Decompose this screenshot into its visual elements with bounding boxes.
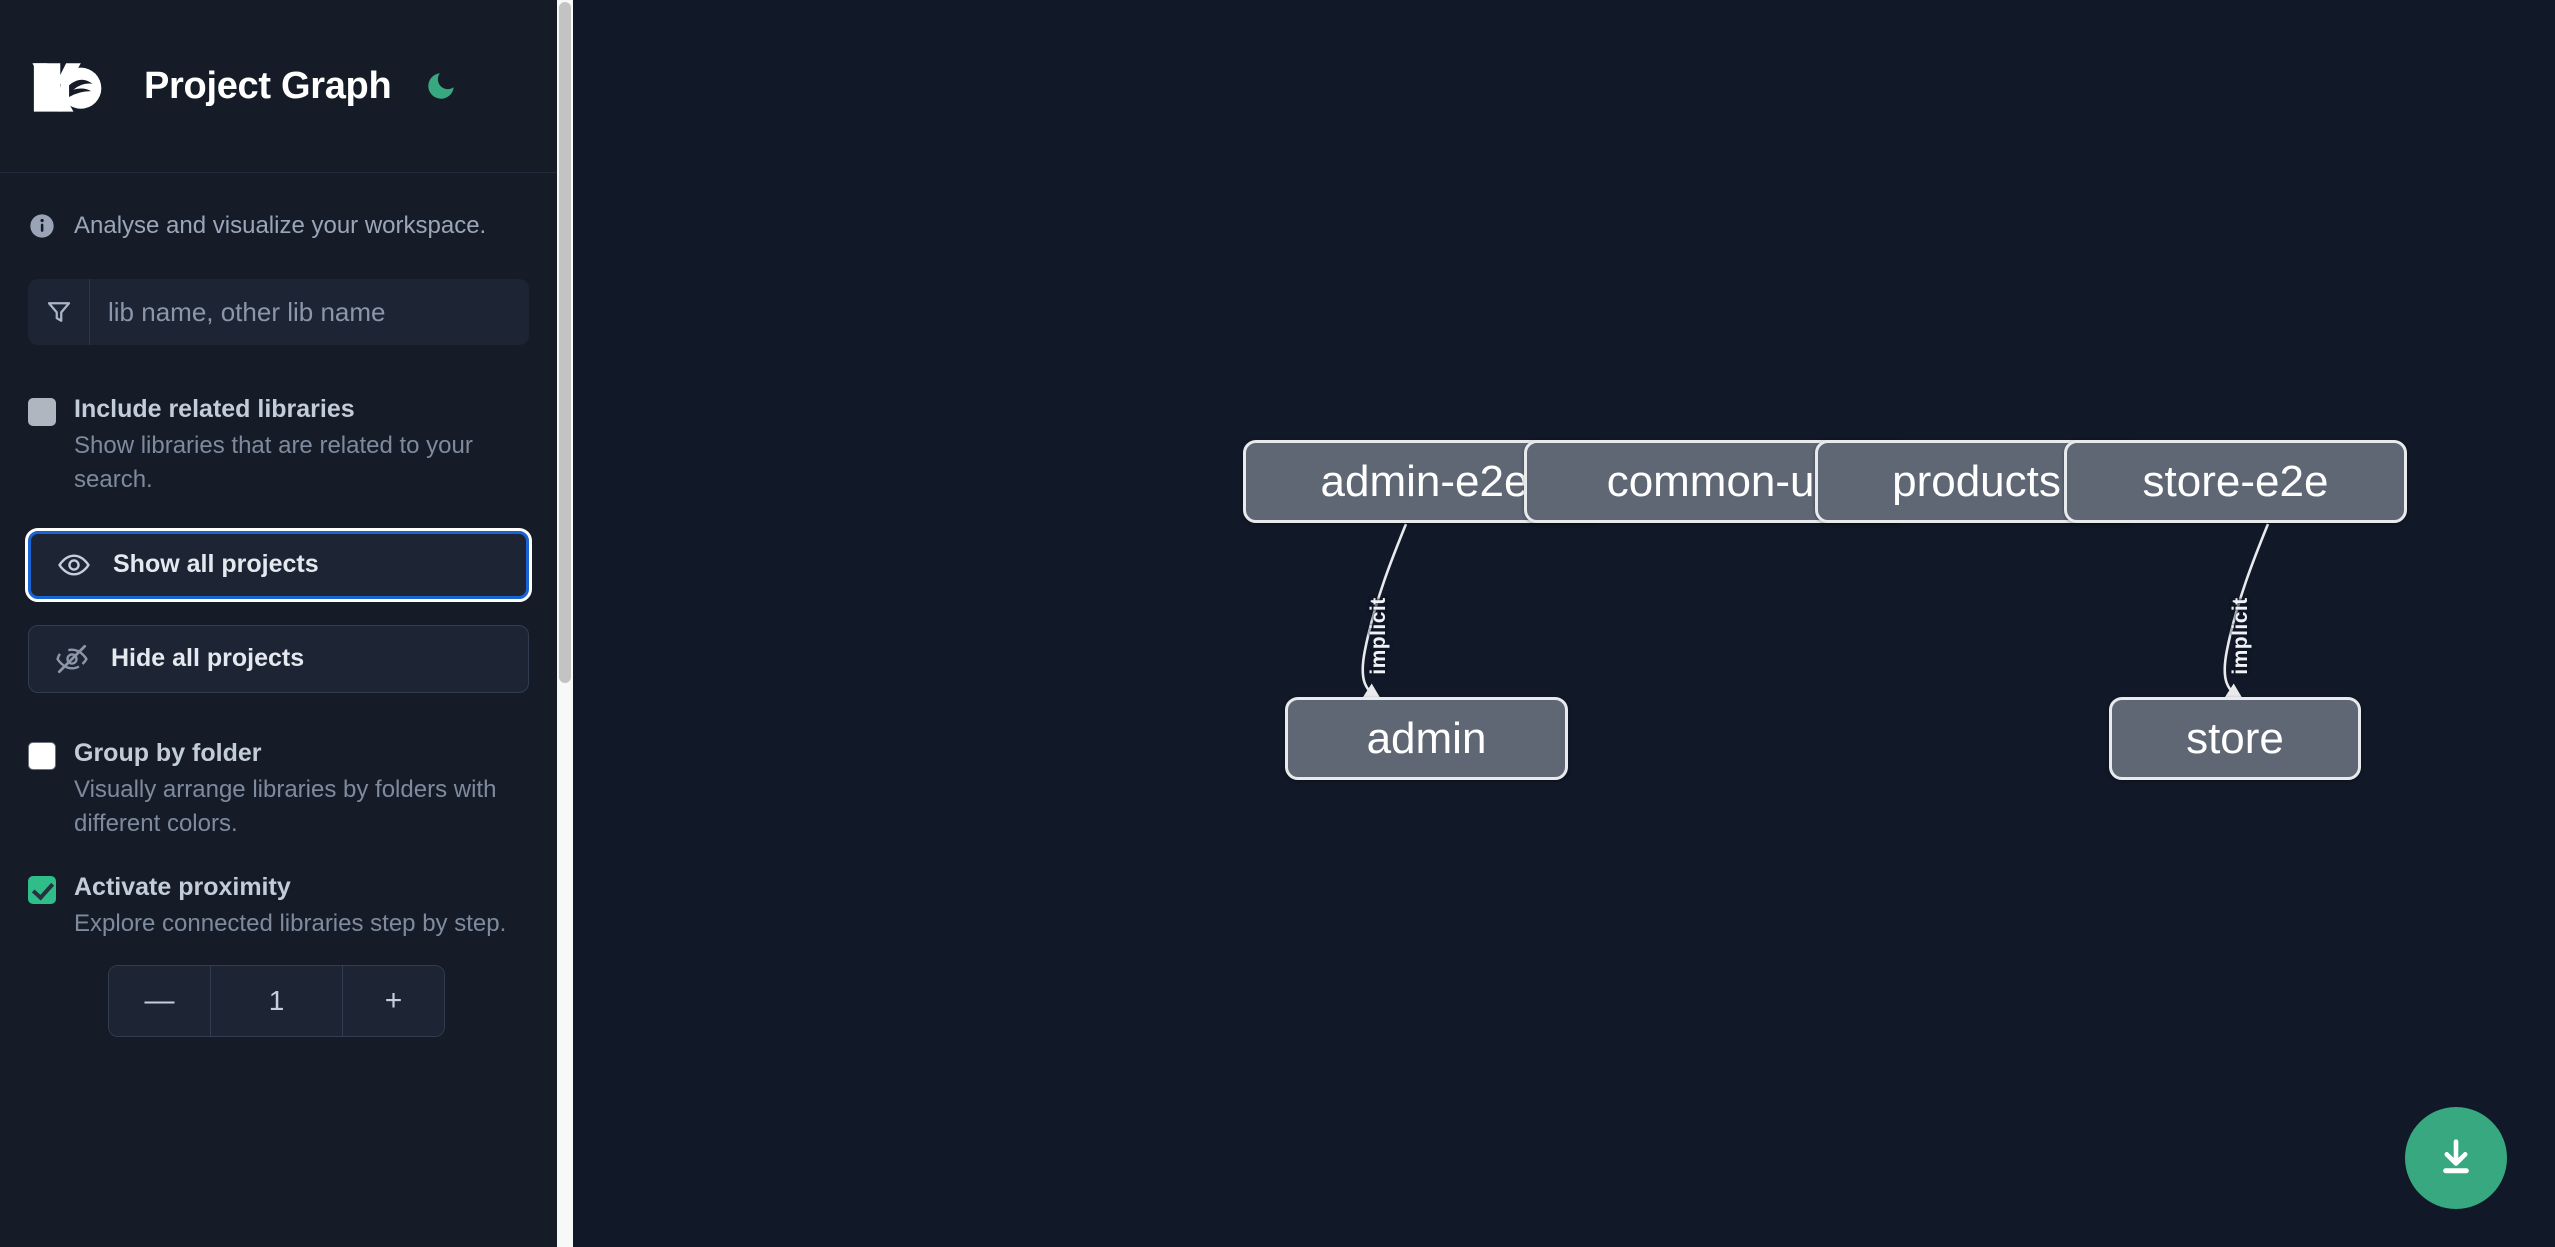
graph-node-store[interactable]: store [2109, 697, 2361, 780]
info-icon [28, 212, 56, 240]
sidebar-header: Project Graph [0, 0, 557, 173]
sidebar-scrollbar-thumb[interactable] [559, 2, 571, 683]
filter-search-box[interactable] [28, 279, 529, 345]
include-related-libraries-checkbox[interactable] [28, 398, 56, 426]
proximity-increment-button[interactable]: + [342, 965, 444, 1036]
tagline-text: Analyse and visualize your workspace. [74, 212, 487, 239]
search-input[interactable] [90, 279, 529, 345]
project-visibility-buttons: Show all projects Hide all projects [25, 527, 532, 693]
hide-all-projects-button[interactable]: Hide all projects [28, 624, 529, 693]
proximity-value: 1 [268, 984, 285, 1016]
download-icon [2433, 1134, 2479, 1183]
edge-label-implicit-admin: implicit [1367, 597, 1390, 675]
eye-off-icon [55, 642, 89, 676]
sidebar-body: Include related libraries Show libraries… [0, 279, 557, 1037]
option-include-related-libraries[interactable]: Include related libraries Show libraries… [28, 393, 529, 497]
graph-node-admin[interactable]: admin [1285, 697, 1568, 780]
activate-proximity-label: Activate proximity [74, 872, 291, 901]
moon-icon[interactable] [419, 64, 463, 108]
group-by-folder-description: Visually arrange libraries by folders wi… [74, 775, 497, 837]
activate-proximity-description: Explore connected libraries step by step… [74, 909, 507, 937]
show-all-projects-label: Show all projects [113, 550, 319, 579]
show-all-projects-button[interactable]: Show all projects [25, 527, 532, 602]
hide-all-projects-label: Hide all projects [111, 644, 305, 673]
include-related-libraries-description: Show libraries that are related to your … [74, 431, 473, 493]
include-related-libraries-label: Include related libraries [74, 395, 355, 423]
graph-canvas[interactable]: implicit implicit admin-e2e common-ui pr… [573, 0, 2555, 1247]
nx-logo-icon [28, 53, 116, 119]
option-activate-proximity[interactable]: Activate proximity Explore connected lib… [28, 871, 529, 941]
group-by-folder-label: Group by folder [74, 738, 262, 767]
workspace-tagline: Analyse and visualize your workspace. [0, 173, 557, 279]
proximity-decrement-button[interactable]: — [109, 965, 211, 1036]
page-title: Project Graph [144, 64, 392, 107]
option-group-by-folder[interactable]: Group by folder Visually arrange librari… [28, 737, 529, 841]
proximity-stepper[interactable]: — 1 + [108, 964, 445, 1037]
group-by-folder-checkbox[interactable] [28, 741, 56, 770]
graph-node-store-e2e[interactable]: store-e2e [2064, 440, 2407, 523]
download-graph-button[interactable] [2405, 1107, 2507, 1209]
filter-funnel-icon [28, 279, 90, 345]
edge-label-implicit-store: implicit [2229, 597, 2252, 675]
activate-proximity-checkbox[interactable] [28, 875, 56, 904]
eye-icon [57, 548, 91, 582]
sidebar: Project Graph Analyse and visualize your… [0, 0, 557, 1247]
graph-edges [1361, 523, 2270, 701]
sidebar-scrollbar-track[interactable] [557, 0, 573, 1247]
